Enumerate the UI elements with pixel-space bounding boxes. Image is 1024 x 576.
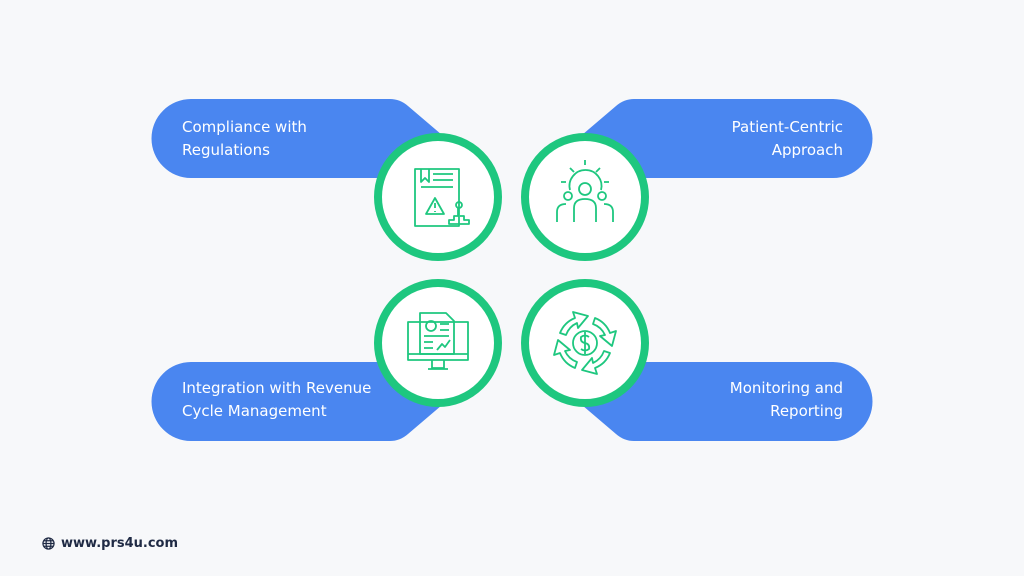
label-line: Regulations <box>182 141 270 159</box>
label-line: Monitoring and <box>729 379 843 397</box>
dollar-cycle-icon <box>553 311 617 375</box>
label-patient-centric: Patient-Centric Approach <box>613 116 843 162</box>
document-warning-stamp-icon <box>414 168 470 227</box>
circle-patient-centric <box>521 133 649 261</box>
circle-integration <box>374 279 502 407</box>
label-line: Reporting <box>770 402 843 420</box>
label-line: Patient-Centric <box>731 118 843 136</box>
label-compliance: Compliance with Regulations <box>182 116 412 162</box>
website-url: www.prs4u.com <box>61 536 179 551</box>
label-monitoring: Monitoring and Reporting <box>613 377 843 423</box>
label-line: Integration with Revenue <box>182 379 372 397</box>
label-line: Cycle Management <box>182 402 327 420</box>
label-line: Compliance with <box>182 118 307 136</box>
footer-website: www.prs4u.com <box>42 536 178 551</box>
monitor-report-icon <box>407 312 469 370</box>
label-integration: Integration with Revenue Cycle Managemen… <box>182 377 412 423</box>
circle-compliance <box>374 133 502 261</box>
label-line: Approach <box>771 141 843 159</box>
globe-icon <box>42 537 55 550</box>
gear-people-icon <box>556 160 614 222</box>
